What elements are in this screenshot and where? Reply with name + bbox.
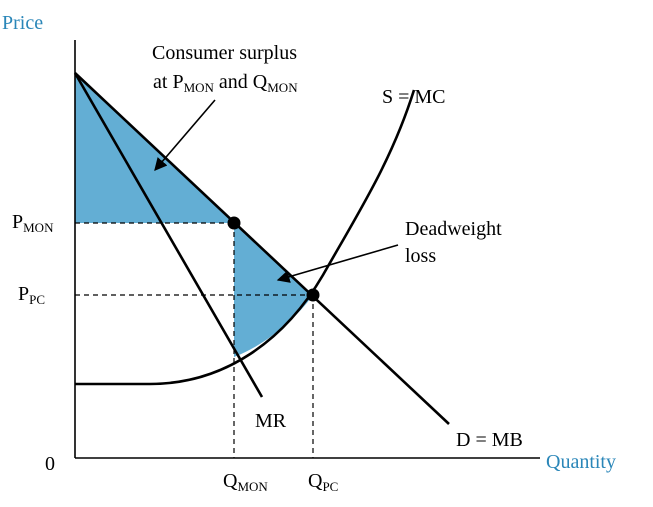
p-mon-main: P — [12, 211, 23, 233]
q-mon-sub: MON — [237, 479, 268, 494]
cs-and: and — [214, 71, 253, 93]
cs-q-sub: MON — [267, 80, 298, 95]
competitive-equilibrium-point — [306, 288, 320, 302]
p-pc-sub: PC — [29, 292, 45, 307]
supply-curve — [75, 89, 416, 386]
deadweight-loss-area — [234, 223, 313, 357]
cs-q: Q — [253, 71, 268, 93]
demand-curve — [74, 72, 450, 425]
mr-curve-label: MR — [255, 410, 287, 432]
p-pc-label: PPC — [18, 283, 45, 307]
supply-curve-label: S = MC — [382, 86, 446, 108]
demand-curve-label: D = MB — [456, 429, 523, 451]
consumer-surplus-label-line2: at PMON and QMON — [153, 71, 298, 95]
q-pc-main: Q — [308, 470, 323, 492]
deadweight-loss-label-line1: Deadweight — [405, 218, 502, 240]
q-pc-sub: PC — [322, 479, 338, 494]
q-pc-label: QPC — [308, 470, 338, 494]
deadweight-loss-arrow — [276, 244, 399, 283]
deadweight-loss-label-line2: loss — [405, 245, 436, 267]
origin-label: 0 — [45, 453, 55, 475]
p-mon-sub: MON — [23, 220, 54, 235]
cs-p: P — [172, 71, 183, 93]
y-axis-title: Price — [2, 12, 43, 34]
q-mon-label: QMON — [223, 470, 268, 494]
p-mon-label: PMON — [12, 211, 54, 235]
cs-prefix: at — [153, 71, 172, 93]
monopoly-point — [227, 216, 241, 230]
x-axis-title: Quantity — [546, 451, 616, 473]
consumer-surplus-label-line1: Consumer surplus — [152, 42, 297, 64]
marginal-revenue-curve — [73, 72, 264, 398]
q-mon-main: Q — [223, 470, 238, 492]
consumer-surplus-arrow — [154, 99, 216, 171]
p-pc-main: P — [18, 283, 29, 305]
cs-p-sub: MON — [184, 80, 215, 95]
